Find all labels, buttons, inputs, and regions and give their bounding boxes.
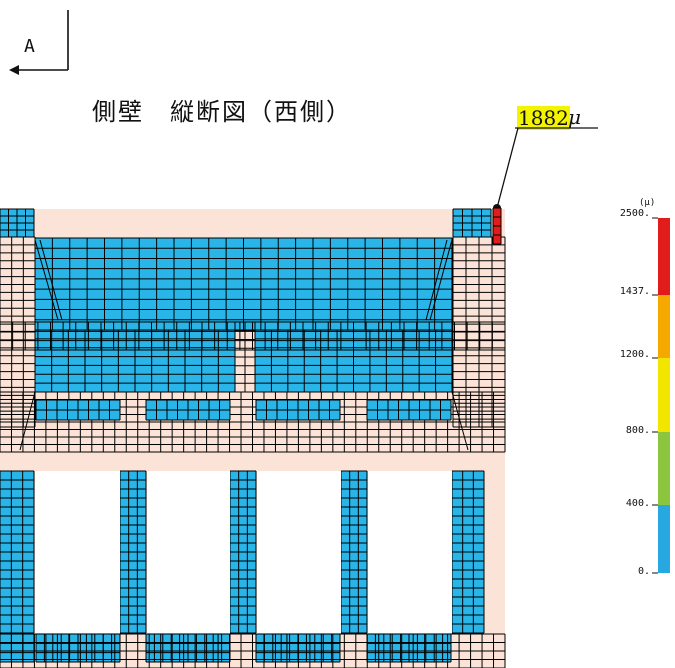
bottom-band-grid (0, 633, 506, 668)
diagram-title: 側壁 縦断図（西側） (92, 98, 352, 126)
structure-mesh (0, 207, 506, 668)
column-4-grid (340, 470, 368, 634)
opening-1 (35, 471, 120, 633)
opening-4 (368, 471, 452, 633)
section-marker (16, 10, 69, 71)
beam-segment-2-grid (145, 399, 231, 421)
opening-3 (257, 471, 341, 633)
section-arrow-icon (9, 65, 19, 75)
center-column-grid (234, 321, 256, 393)
section-marker-label: A (24, 36, 35, 57)
legend-band-3 (658, 358, 670, 432)
legend-band-1 (658, 505, 670, 573)
legend-color-bar (652, 217, 670, 574)
bottom-slab-col-1 (0, 634, 34, 662)
column-1-grid (0, 470, 35, 634)
beam-segment-4-grid (366, 399, 452, 421)
legend-band-2 (658, 432, 670, 505)
legend-tick-2500: 2500. (619, 208, 650, 219)
legend-band-4 (658, 295, 670, 358)
haunch-lines (19, 239, 469, 451)
beam-segment-3-grid (255, 399, 341, 421)
bottom-slab-2-grid (145, 633, 231, 663)
max-strain-hotspot-grid (492, 207, 502, 245)
mid-band-grid (0, 321, 506, 351)
legend-tick-1437: 1437. (619, 286, 650, 297)
legend-tick-800: 800. (625, 425, 650, 436)
callout-leader-line (496, 127, 519, 209)
callout-unit: μ (568, 105, 581, 129)
legend-unit: (μ) (639, 198, 656, 208)
legend-tick-400: 400. (625, 498, 650, 509)
legend-tick-0: 0. (637, 566, 650, 577)
callout-max-strain-value: 1882 (517, 106, 570, 130)
beam-segment-1-grid (35, 399, 121, 421)
legend-tick-1200: 1200. (619, 349, 650, 360)
opening-2 (147, 471, 230, 633)
legend-band-5 (658, 218, 670, 295)
